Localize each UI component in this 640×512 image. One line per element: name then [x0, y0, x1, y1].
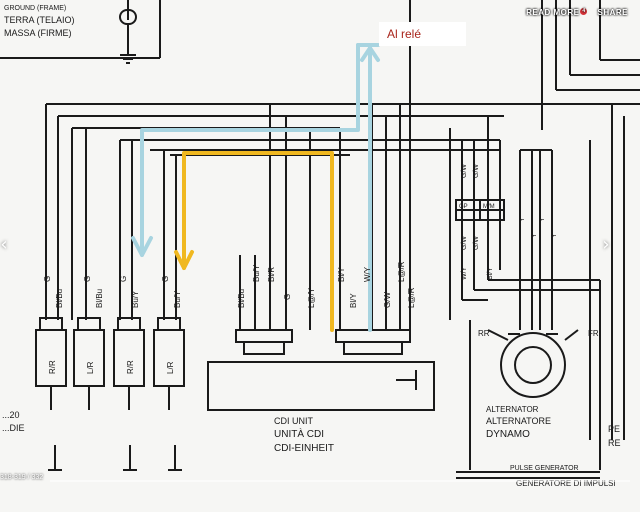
bottom-left-label-2: ...DIE — [2, 423, 25, 433]
mid-wire-labels: Bl/Y G/W L@/R — [349, 287, 416, 308]
notification-badge: 4 — [580, 7, 588, 15]
wire-label: W/Y — [461, 266, 468, 280]
wire-label: Bl/Y — [349, 293, 358, 308]
pulse-label-1: PULSE GENERATOR — [510, 465, 579, 472]
right-edge-label-2: RE — [608, 438, 621, 448]
alternator-label-1: ALTERNATOR — [486, 405, 539, 414]
video-progress[interactable]: 318-319 / 332 — [0, 474, 640, 488]
wire-label: G/W — [473, 236, 480, 250]
wire-label: G/W — [473, 164, 480, 178]
progress-track[interactable] — [50, 480, 630, 482]
right-wire-labels: G/W G/W G/W G/W W/Y Bl/Y Y Y Y Y — [461, 164, 558, 280]
wire-label: Bu/Y — [173, 290, 182, 308]
relay-callout: Al relé — [379, 22, 466, 46]
pulse-label-2: GENERATORE DI IMPULSI — [516, 479, 616, 488]
read-more-label: READ MORE — [526, 7, 580, 17]
cdi-label-2: UNITÀ CDI — [274, 427, 324, 440]
alternator-label-3: DYNAMO — [486, 429, 530, 440]
wire-label: G/W — [461, 164, 468, 178]
relay-label: M/M — [483, 204, 495, 210]
legend-line-2: TERRA (TELAIO) — [4, 15, 75, 25]
wire-label: L@/Y — [307, 287, 316, 308]
wire-label: Bl/Y — [337, 267, 346, 282]
relay-label: GP — [459, 204, 468, 210]
alternator-label-2: ALTERNATORE — [486, 416, 551, 426]
wire-label: G/W — [461, 236, 468, 250]
bottom-left-label-1: ...20 — [2, 410, 20, 420]
wire-label: Bl/Bu — [237, 289, 246, 308]
progress-time: 318-319 / 332 — [0, 474, 44, 481]
coil-label: R/R — [48, 360, 57, 374]
coil-label: R/R — [126, 360, 135, 374]
connector-fr: FR — [588, 329, 599, 338]
wire-label: Bl/Y — [487, 267, 494, 280]
legend-line-1: GROUND (FRAME) — [4, 5, 66, 12]
wire-label: L@/R — [397, 261, 406, 282]
wire-label: L@/R — [407, 287, 416, 308]
wire-label: Y — [519, 217, 526, 222]
wire-label: Bl/R — [267, 267, 276, 282]
left-wire-labels: G Bl/Bu G Bl/Bu G Bu/Y G Bu/Y — [43, 276, 182, 308]
wire-label: Bl/Bu — [55, 289, 64, 308]
center-wire-labels: Bl/Bu Bu/Y Bl/R G L@/Y Bl/Y W/Y L@/R — [237, 261, 406, 308]
wire-label: Y — [531, 233, 538, 238]
wire-label: G — [283, 294, 292, 300]
wire-label: Y — [539, 217, 546, 222]
coil-labels: R/R L/R R/R L/R — [48, 360, 175, 374]
wire-label: G — [83, 276, 92, 282]
wire-label: Bu/Y — [131, 290, 140, 308]
wire-label: G — [161, 276, 170, 282]
right-edge-label-1: PE — [608, 424, 620, 434]
connector-rr: RR — [478, 329, 490, 338]
coil-label: L/R — [86, 361, 95, 374]
wire-label: G — [43, 276, 52, 282]
wire-label: G/W — [383, 292, 392, 308]
legend-line-3: MASSA (FIRME) — [4, 28, 72, 38]
wire-label: W/Y — [363, 266, 372, 282]
share-link[interactable]: SHARE — [597, 7, 628, 17]
wire-label: Y — [551, 233, 558, 238]
coil-label: L/R — [166, 361, 175, 374]
cdi-label-1: CDI UNIT — [274, 416, 313, 426]
previous-arrow-icon[interactable]: ‹ — [0, 234, 8, 255]
next-arrow-icon[interactable]: › — [602, 234, 610, 255]
wire-label: Bl/Bu — [95, 289, 104, 308]
wire-label: G — [119, 276, 128, 282]
cdi-label-3: CDI-EINHEIT — [274, 443, 334, 454]
wire-label: Bu/Y — [252, 264, 261, 282]
